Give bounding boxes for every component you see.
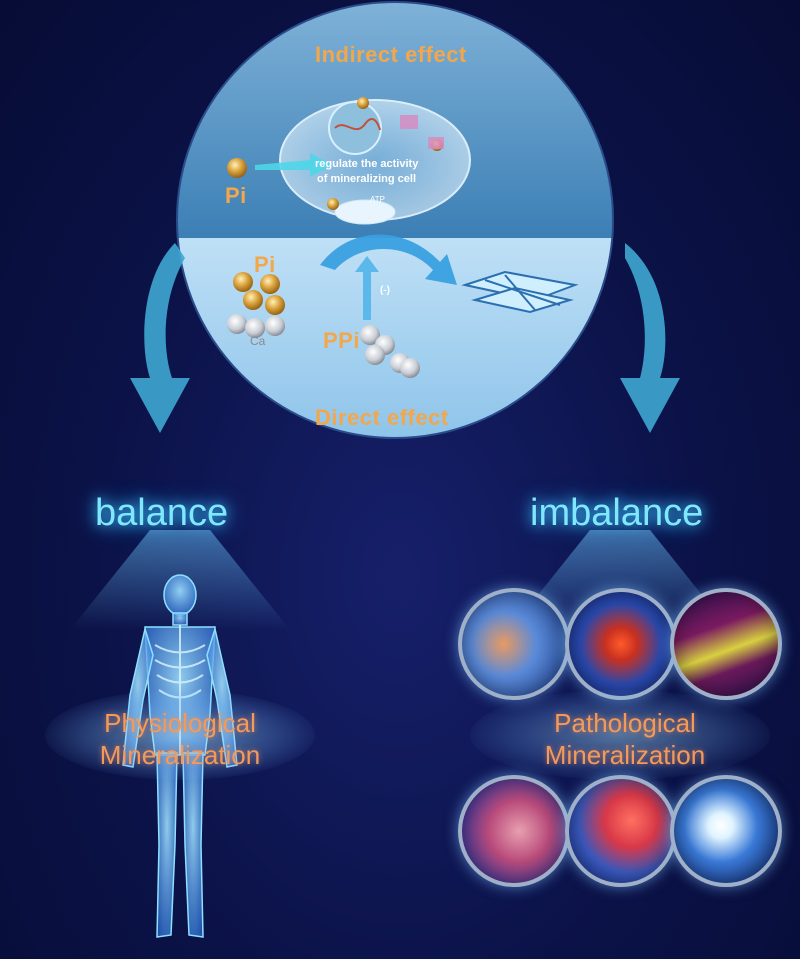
eye-image	[670, 775, 782, 887]
blood-vessel-image	[670, 588, 782, 700]
shoulder-image	[565, 775, 677, 887]
pi-molecule-icon	[227, 158, 247, 178]
right-down-arrow-icon	[620, 243, 680, 433]
kidney-image	[458, 775, 570, 887]
cell-text-line2: of mineralizing cell	[317, 173, 417, 185]
pathological-mineralization-label: Pathological Mineralization	[495, 707, 755, 771]
right-light-beam	[510, 530, 730, 630]
pathological-line2: Mineralization	[544, 740, 706, 770]
inhibit-label: (-)	[380, 285, 390, 296]
imbalance-title: imbalance	[530, 492, 704, 534]
ca-label: Ca	[250, 334, 266, 348]
pathological-line1: Pathological	[554, 708, 696, 738]
left-down-arrow-icon	[130, 243, 190, 433]
pi-label-bottom: Pi	[254, 252, 276, 277]
mechanism-circle	[176, 1, 614, 439]
cell-text-line1: regulate the activity	[315, 158, 419, 170]
atp-label: ATP	[370, 195, 385, 204]
indirect-effect-label: Indirect effect	[315, 42, 467, 67]
joint-image	[565, 588, 677, 700]
physiological-line1: Physiological	[104, 708, 256, 738]
body-glow	[45, 690, 315, 780]
physiological-line2: Mineralization	[99, 740, 261, 770]
right-glow	[470, 690, 770, 780]
breast-tissue-image	[458, 588, 570, 700]
pi-label-top: Pi	[225, 183, 247, 208]
physiological-mineralization-label: Physiological Mineralization	[40, 707, 320, 771]
crystal-lattice-icon	[461, 270, 579, 314]
direct-effect-label: Direct effect	[315, 405, 449, 430]
balance-title: balance	[95, 492, 229, 534]
ppi-label: PPi	[323, 328, 360, 353]
